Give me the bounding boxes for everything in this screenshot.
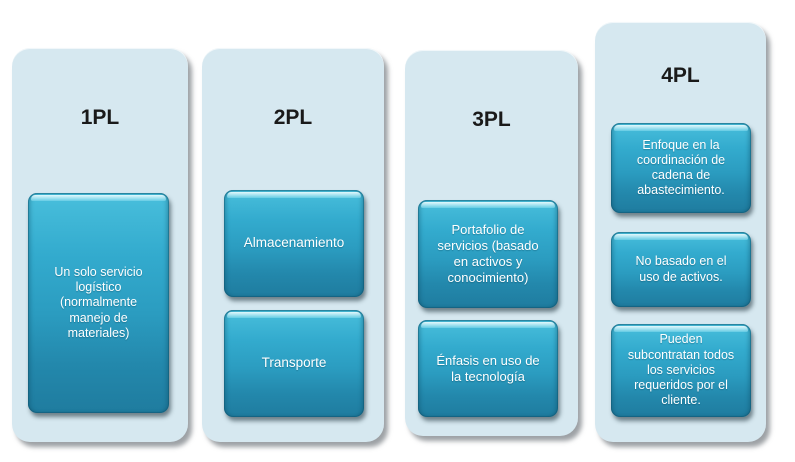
service-box-label: Portafolio de servicios (basado en activ…: [437, 222, 539, 285]
column-panel-4pl: 4PL Enfoque en la coordinación de cadena…: [595, 22, 766, 442]
column-title-1pl: 1PL: [80, 106, 120, 129]
column-title-3pl: 3PL: [472, 108, 511, 131]
service-box-4pl-coordination: Enfoque en la coordinación de cadena de …: [611, 123, 751, 213]
service-box-1pl-single-service: Un solo servicio logístico (normalmente …: [28, 193, 169, 413]
service-box-3pl-portfolio: Portafolio de servicios (basado en activ…: [418, 200, 558, 308]
service-box-label: No basado en el uso de activos.: [635, 254, 727, 284]
service-box-label: Enfoque en la coordinación de cadena de …: [636, 137, 726, 198]
service-box-label: Un solo servicio logístico (normalmente …: [54, 264, 143, 340]
service-box-label: Énfasis en uso de la tecnología: [436, 352, 540, 384]
service-box-label: Almacenamiento: [243, 235, 345, 251]
column-panel-3pl: 3PL Portafolio de servicios (basado en a…: [405, 50, 578, 436]
column-title-4pl: 4PL: [661, 64, 700, 87]
service-box-label: Transporte: [261, 355, 327, 371]
service-box-4pl-no-assets: No basado en el uso de activos.: [611, 232, 751, 307]
service-box-3pl-technology: Énfasis en uso de la tecnología: [418, 320, 558, 417]
column-panel-2pl: 2PL Almacenamiento Transporte: [202, 48, 384, 442]
service-box-4pl-subcontract: Pueden subcontratan todos los servicios …: [611, 324, 751, 417]
service-box-label: Pueden subcontratan todos los servicios …: [627, 332, 735, 408]
service-box-2pl-transport: Transporte: [224, 310, 364, 417]
column-panel-1pl: 1PL Un solo servicio logístico (normalme…: [12, 48, 188, 442]
service-box-2pl-warehousing: Almacenamiento: [224, 190, 364, 297]
column-title-2pl: 2PL: [273, 106, 313, 129]
